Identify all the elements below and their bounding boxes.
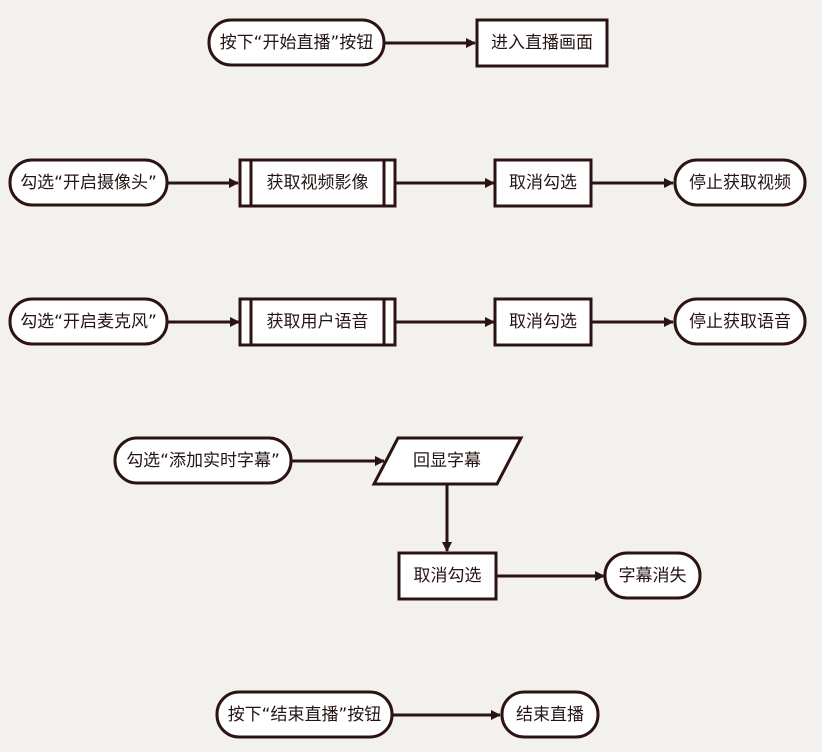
node-label: 字幕消失: [619, 566, 687, 586]
node-uncheck-subtitle: 取消勾选: [397, 551, 498, 601]
node-label: 停止获取视频: [689, 173, 791, 193]
node-end-live: 结束直播: [500, 690, 600, 739]
node-label: 按下“结束直播”按钮: [228, 705, 382, 725]
node-get-video: 获取视频影像: [238, 158, 397, 208]
node-check-camera: 勾选“开启摄像头”: [8, 158, 169, 207]
node-label: 获取用户语音: [267, 312, 369, 332]
node-press-start: 按下“开始直播”按钮: [207, 18, 386, 67]
node-label: 获取视频影像: [267, 173, 369, 193]
node-stop-video: 停止获取视频: [673, 158, 807, 207]
node-stop-voice: 停止获取语音: [673, 297, 807, 346]
node-uncheck-camera: 取消勾选: [493, 158, 593, 208]
node-label: 按下“开始直播”按钮: [220, 33, 374, 53]
node-label: 取消勾选: [509, 173, 577, 193]
node-uncheck-mic: 取消勾选: [493, 297, 593, 347]
node-check-mic: 勾选“开启麦克风”: [8, 297, 169, 346]
node-echo-subtitle: 回显字幕: [371, 436, 524, 486]
node-press-end: 按下“结束直播”按钮: [215, 690, 394, 739]
node-label: 进入直播画面: [491, 33, 593, 53]
node-label: 停止获取语音: [689, 312, 791, 332]
node-subtitle-gone: 字幕消失: [603, 551, 702, 600]
node-check-subtitle: 勾选“添加实时字幕”: [113, 436, 293, 485]
node-label: 取消勾选: [414, 566, 482, 586]
node-label: 勾选“开启麦克风”: [20, 312, 157, 332]
node-enter-live: 进入直播画面: [475, 18, 609, 68]
node-label: 勾选“添加实时字幕”: [126, 451, 280, 471]
node-label: 勾选“开启摄像头”: [20, 173, 157, 193]
node-label: 结束直播: [516, 705, 584, 725]
edges: [167, 38, 674, 720]
node-get-voice: 获取用户语音: [238, 297, 397, 347]
node-label: 回显字幕: [413, 451, 481, 471]
node-label: 取消勾选: [509, 312, 577, 332]
